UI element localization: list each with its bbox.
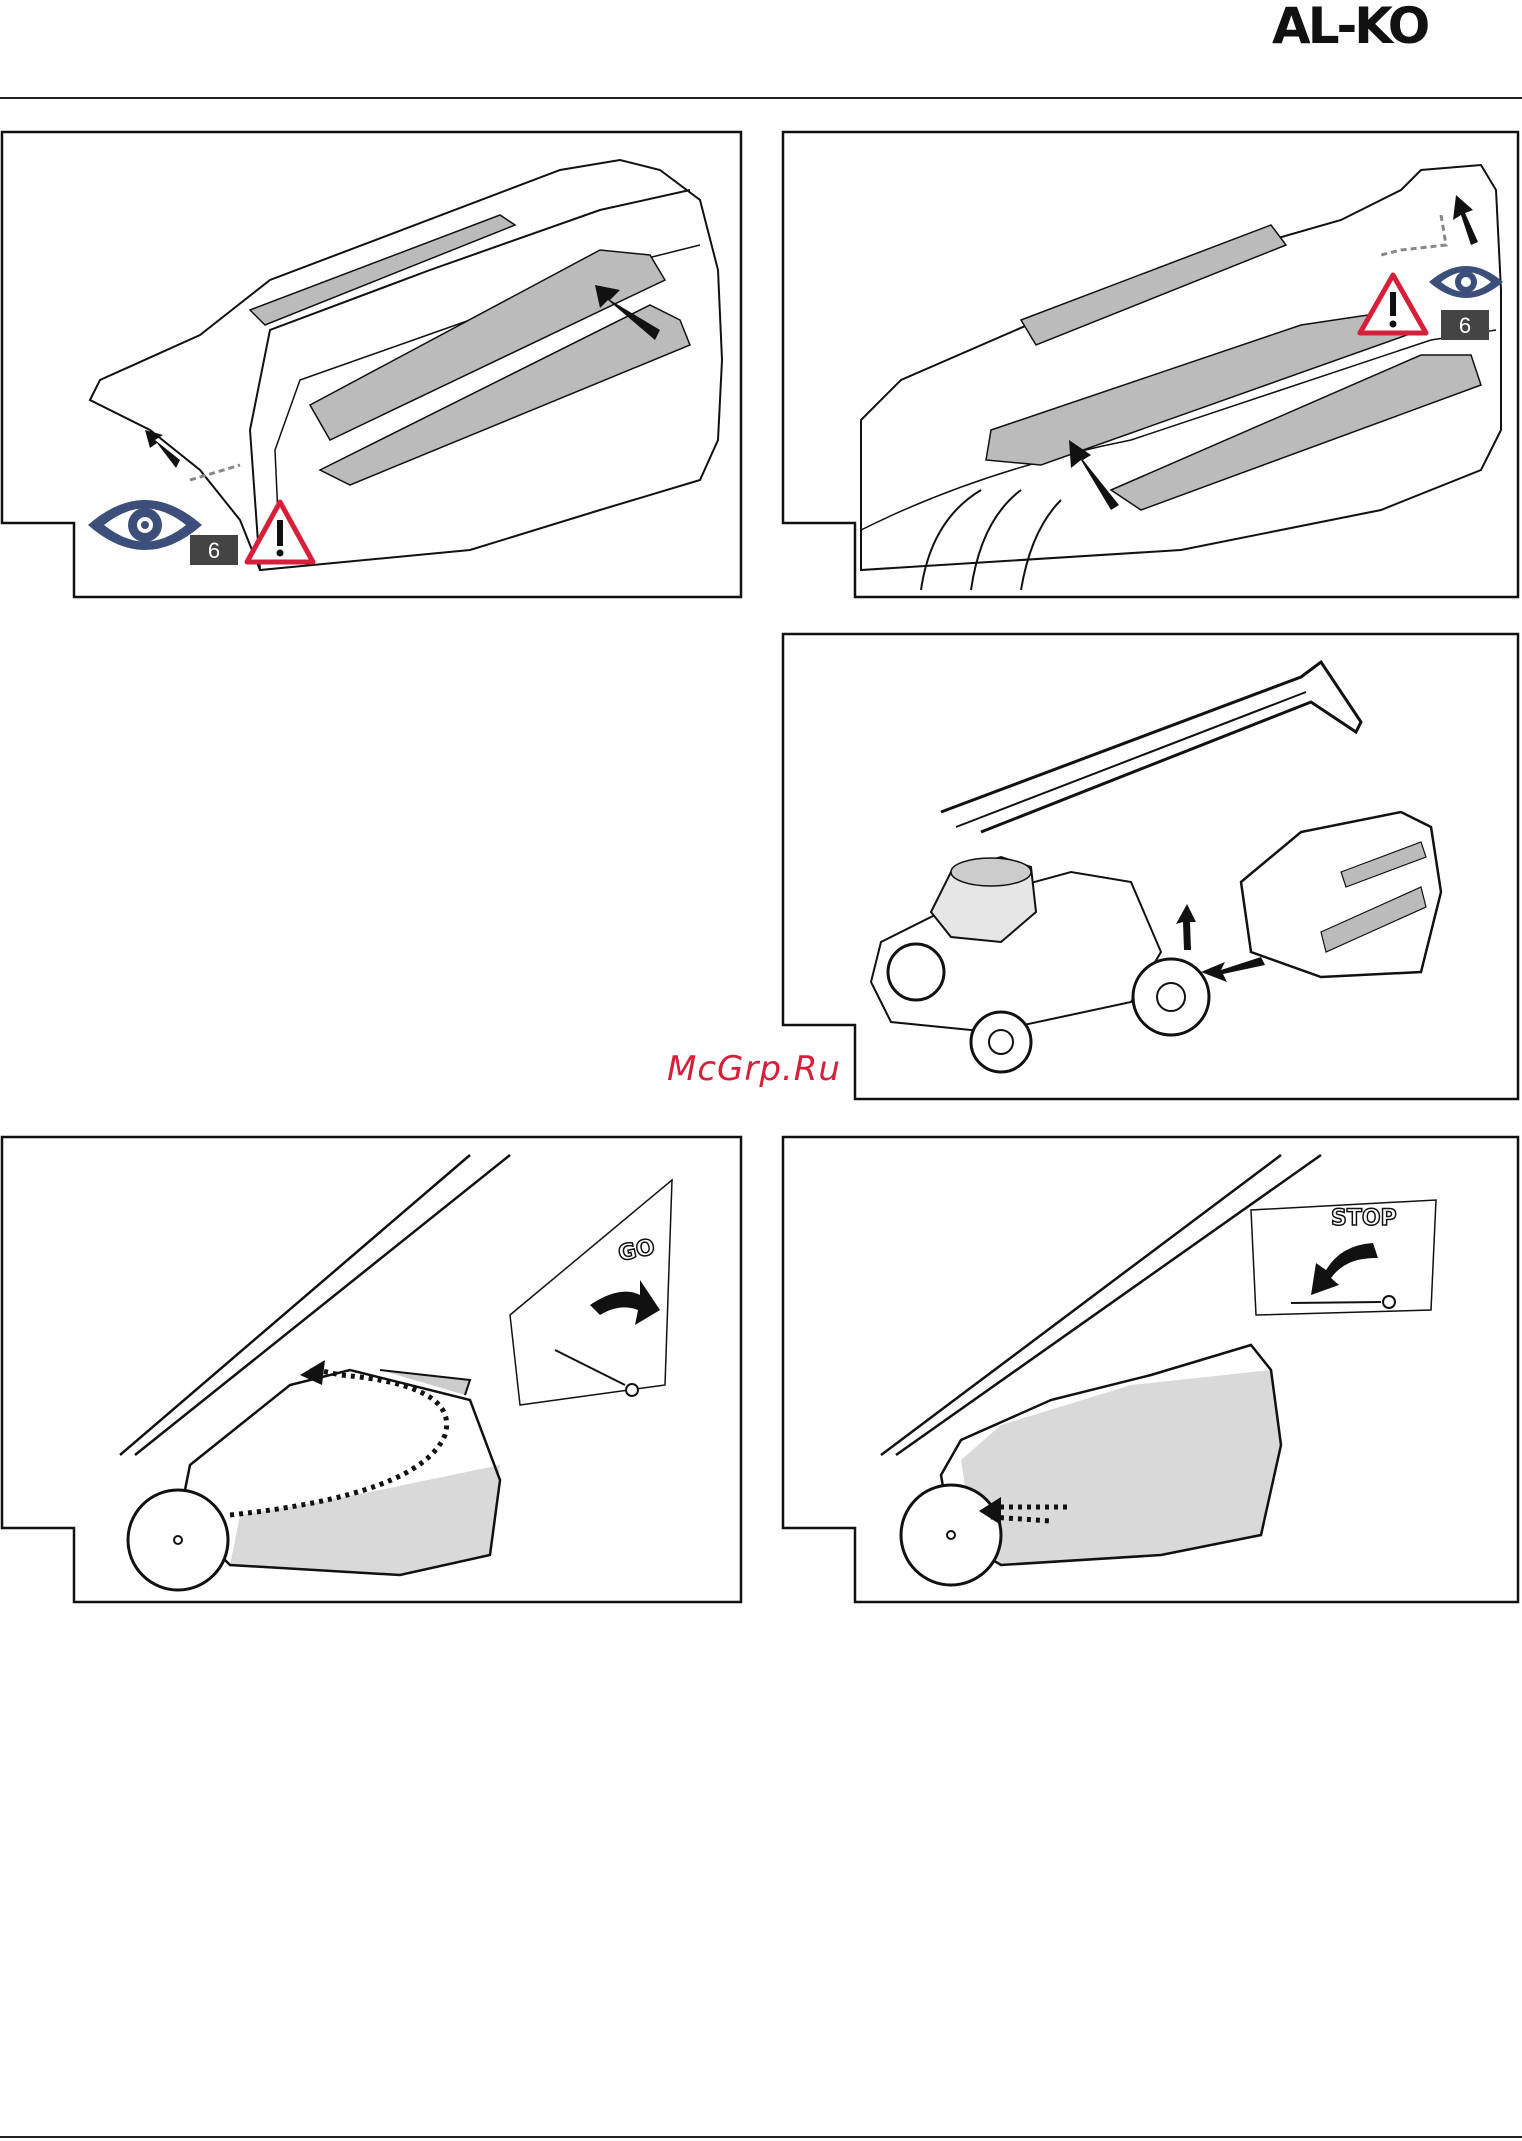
footer-rule [0, 2136, 1522, 2138]
panel-indicator-stop: STOP [781, 1135, 1522, 1605]
step-badge-label: 6 [1459, 313, 1471, 338]
brand-logo: AL-KO [1272, 0, 1472, 52]
panel-mower-attach [781, 632, 1522, 1102]
fill-indicator-window: STOP [1251, 1200, 1436, 1315]
watermark: McGrp.Ru [667, 1049, 841, 1089]
step-badge-label: 6 [208, 538, 220, 563]
panel-catcher-right: 6 [781, 130, 1522, 600]
panel-indicator-go: GO [0, 1135, 745, 1605]
panel-catcher-left: 6 [0, 130, 745, 600]
header-rule [0, 97, 1522, 99]
stop-label: STOP [1331, 1206, 1397, 1231]
